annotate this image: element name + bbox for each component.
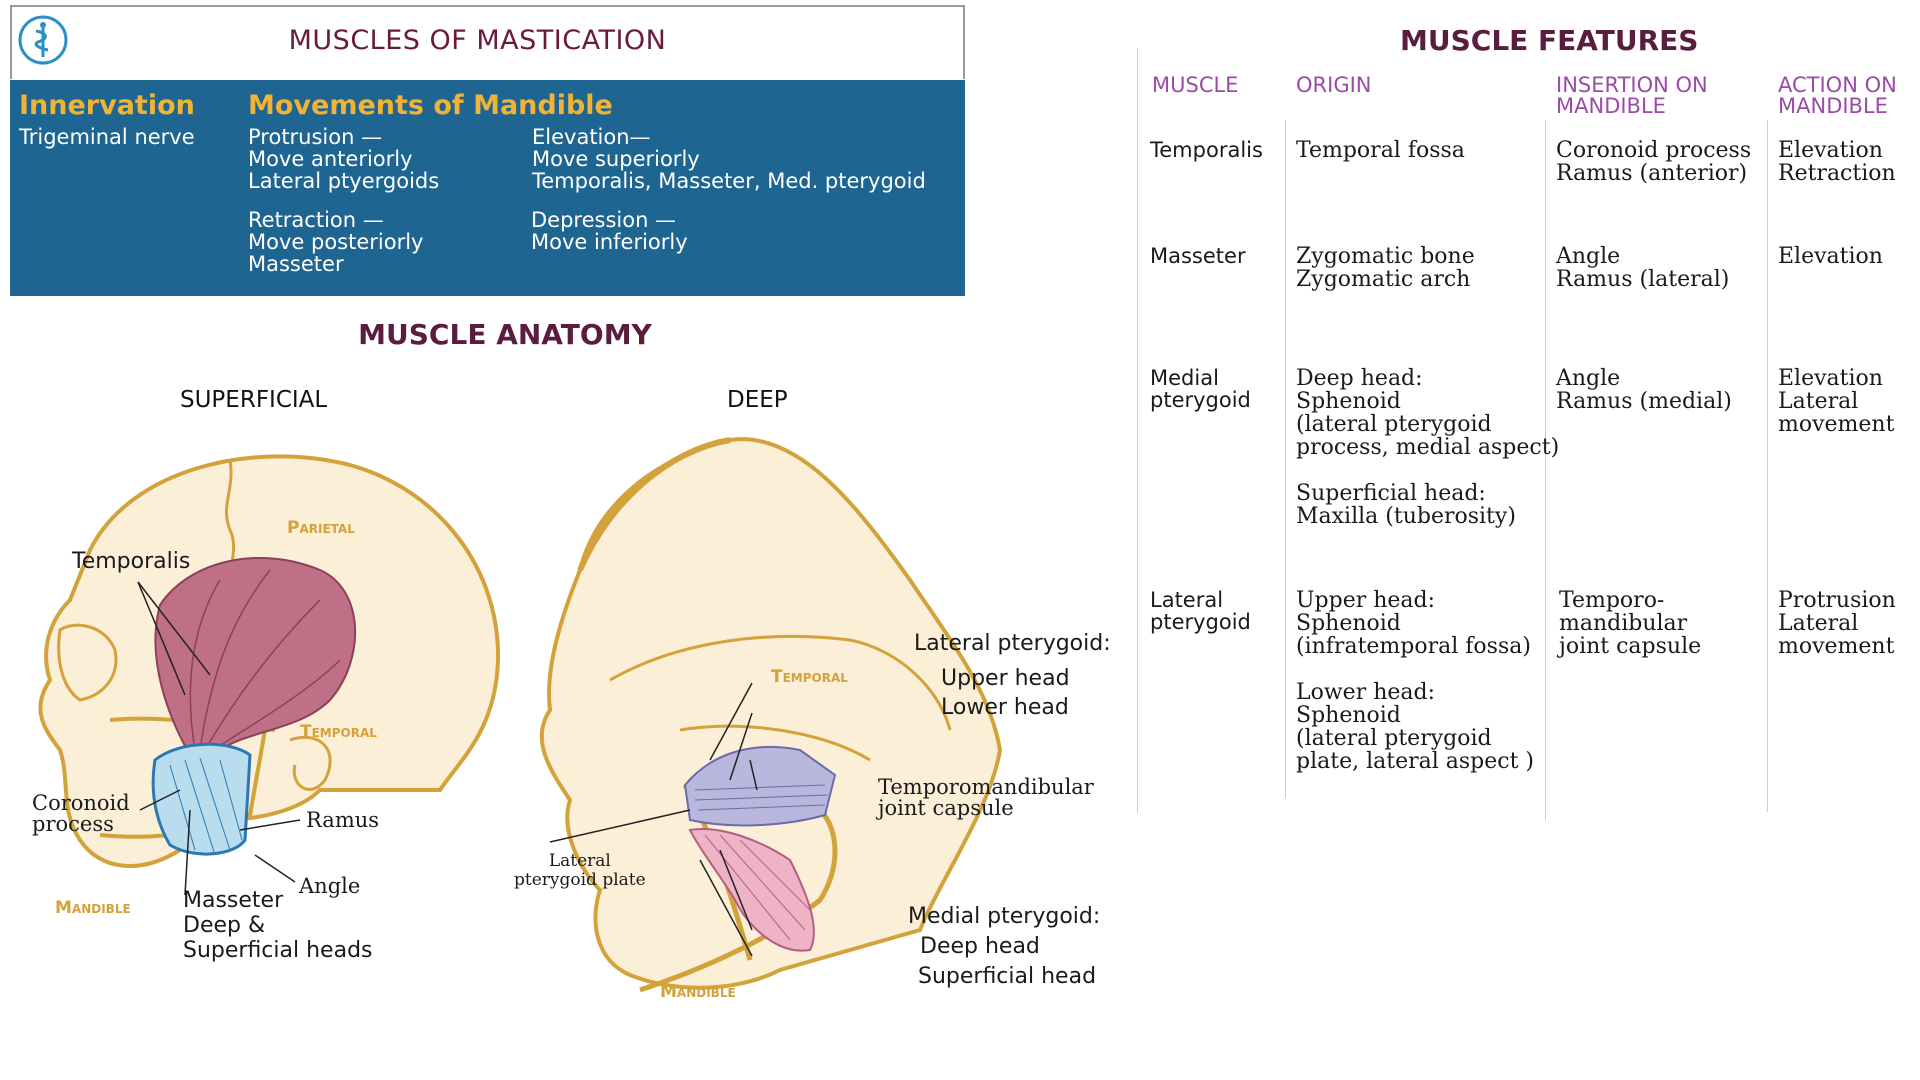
medial-pterygoid-muscle bbox=[688, 828, 815, 952]
row-medial-pterygoid-muscle: Medial pterygoid bbox=[1150, 366, 1251, 412]
deep-skull-illustration bbox=[539, 437, 1003, 993]
masseter-muscle bbox=[151, 742, 252, 856]
temporalis-muscle bbox=[154, 557, 356, 757]
features-title: MUSCLE FEATURES bbox=[1400, 24, 1699, 57]
zygomatic-region bbox=[609, 634, 952, 731]
movements-heading: Movements of Mandible bbox=[248, 90, 613, 121]
row-masseter-insertion: Angle Ramus (lateral) bbox=[1556, 244, 1730, 292]
row-lateral-pterygoid-origin: Upper head: Sphenoid (infratemporal foss… bbox=[1296, 588, 1535, 774]
label-mandible-superficial: Mandible bbox=[55, 898, 131, 918]
label-angle: Angle bbox=[299, 874, 361, 898]
label-parietal: Parietal bbox=[287, 518, 355, 538]
row-lateral-pterygoid-action: Protrusion Lateral movement bbox=[1778, 588, 1896, 659]
row-masseter-muscle: Masseter bbox=[1150, 244, 1246, 268]
label-lateral-pterygoid-plate: Lateral pterygoid plate bbox=[514, 851, 646, 890]
deep-title: DEEP bbox=[727, 387, 788, 413]
orbit bbox=[57, 623, 118, 702]
label-lower-head: Lower head bbox=[941, 695, 1069, 720]
label-masseter: Masseter Deep & Superficial heads bbox=[183, 888, 373, 963]
row-masseter-origin: Zygomatic bone Zygomatic arch bbox=[1296, 244, 1475, 292]
label-temporal-deep: Temporal bbox=[771, 667, 848, 687]
anatomy-title: MUSCLE ANATOMY bbox=[358, 318, 652, 351]
row-temporalis-muscle: Temporalis bbox=[1150, 138, 1263, 162]
caduceus-icon bbox=[18, 15, 68, 65]
info-box bbox=[10, 80, 965, 296]
column-rule bbox=[1137, 48, 1138, 813]
label-lateral-pterygoid: Lateral pterygoid: bbox=[914, 631, 1111, 656]
ear-region bbox=[289, 735, 332, 791]
label-temporal-superficial: Temporal bbox=[300, 722, 377, 742]
label-deep-head: Deep head bbox=[920, 934, 1040, 959]
skull-bone bbox=[539, 437, 1003, 990]
row-medial-pterygoid-action: Elevation Lateral movement bbox=[1778, 366, 1895, 437]
column-header-action: ACTION ON MANDIBLE bbox=[1778, 73, 1897, 118]
label-tmj-capsule: Temporomandibular joint capsule bbox=[878, 775, 1094, 820]
row-medial-pterygoid-origin: Deep head: Sphenoid (lateral pterygoid p… bbox=[1296, 366, 1560, 529]
movement-depression: Depression —Move inferiorly bbox=[531, 208, 688, 254]
title-card bbox=[10, 5, 965, 79]
column-rule bbox=[1545, 120, 1546, 820]
row-lateral-pterygoid-muscle: Lateral pterygoid bbox=[1150, 588, 1251, 634]
page-title: MUSCLES OF MASTICATION bbox=[288, 25, 667, 56]
column-rule bbox=[1285, 120, 1286, 798]
superficial-title: SUPERFICIAL bbox=[180, 387, 328, 413]
label-temporalis: Temporalis bbox=[72, 549, 191, 574]
skull-top bbox=[577, 437, 731, 572]
label-coronoid-process: Coronoid process bbox=[32, 791, 130, 836]
innervation-heading: Innervation bbox=[19, 90, 195, 121]
superficial-skull-illustration bbox=[38, 454, 501, 896]
label-medial-pterygoid: Medial pterygoid: bbox=[908, 904, 1101, 929]
row-temporalis-insertion: Coronoid process Ramus (anterior) bbox=[1556, 138, 1752, 186]
row-masseter-action: Elevation bbox=[1778, 244, 1883, 269]
label-superficial-head: Superficial head bbox=[918, 964, 1097, 989]
label-ramus: Ramus bbox=[306, 808, 380, 832]
row-medial-pterygoid-insertion: Angle Ramus (medial) bbox=[1556, 366, 1732, 414]
row-temporalis-action: Elevation Retraction bbox=[1778, 138, 1896, 186]
column-rule bbox=[1767, 120, 1768, 812]
row-lateral-pterygoid-insertion: Temporo- mandibular joint capsule bbox=[1559, 588, 1702, 659]
row-temporalis-origin: Temporal fossa bbox=[1296, 138, 1465, 163]
label-mandible-deep: Mandible bbox=[660, 982, 736, 1002]
label-upper-head: Upper head bbox=[941, 666, 1070, 691]
column-header-muscle: MUSCLE bbox=[1152, 73, 1239, 97]
innervation-text: Trigeminal nerve bbox=[19, 125, 195, 149]
column-header-insertion: INSERTION ON MANDIBLE bbox=[1556, 73, 1708, 118]
temporal-ridge bbox=[679, 724, 871, 762]
column-header-origin: ORIGIN bbox=[1296, 73, 1372, 97]
